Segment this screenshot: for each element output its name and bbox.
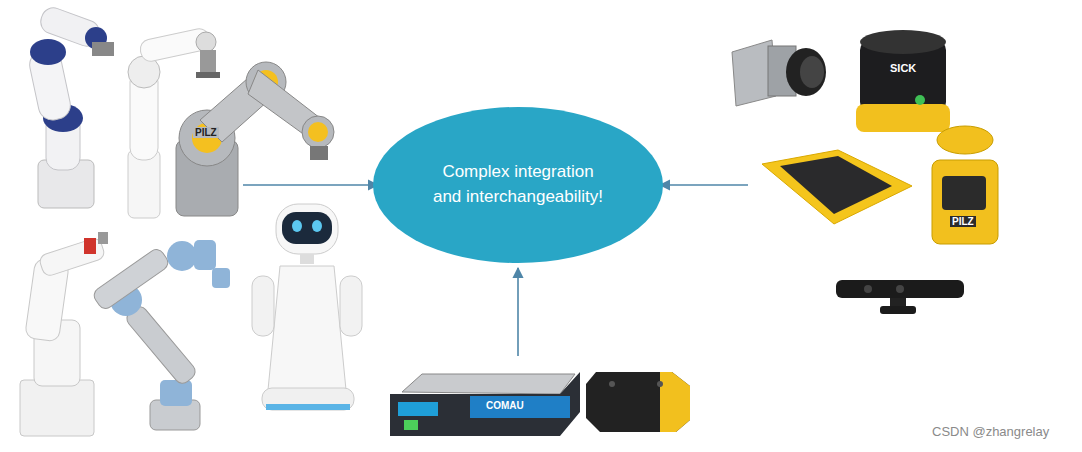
brand-mark: PILZ: [193, 127, 219, 138]
brand-mark: COMAU: [484, 400, 526, 411]
cobot-arm: [27, 5, 114, 208]
robots-arrow: [243, 184, 378, 186]
sick-scanner: [856, 30, 950, 132]
industrial-camera: [732, 40, 826, 106]
mobile-base: [586, 372, 690, 432]
watermark: CSDN @zhangrelay: [930, 425, 1051, 439]
safety-mat: [762, 150, 912, 224]
pilz-scanner: [932, 126, 998, 244]
ellipse-outline: [373, 107, 663, 263]
integration-ellipse: Complex integration and interchangeabili…: [373, 107, 663, 263]
service-robot: [252, 204, 362, 410]
ellipse-fill: [373, 107, 663, 263]
ur-arm: [91, 240, 230, 430]
agv-arrow: [517, 268, 519, 356]
kinect-sensor: [836, 280, 964, 314]
sensors-arrow: [660, 184, 748, 186]
pilz-arm: [176, 62, 334, 216]
comau-agv: [390, 372, 580, 436]
brand-mark: PILZ: [950, 216, 976, 227]
industrial-arm: [20, 232, 108, 436]
node-text: Complex integration and interchangeabili…: [428, 160, 608, 209]
brand-mark: SICK: [888, 62, 918, 74]
